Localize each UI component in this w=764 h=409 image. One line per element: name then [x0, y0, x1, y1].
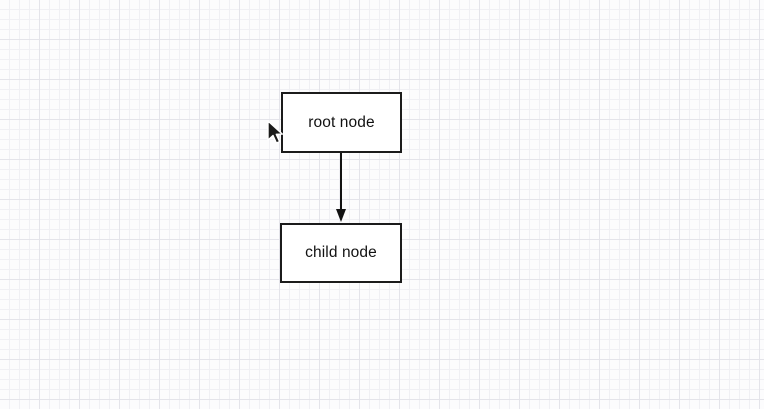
node-root-node[interactable]: root node [281, 92, 402, 153]
node-label: child node [305, 244, 377, 262]
edge-root-to-child[interactable] [336, 153, 346, 222]
arrowhead-icon [336, 209, 346, 222]
node-child-node[interactable]: child node [280, 223, 402, 283]
node-label: root node [308, 113, 375, 131]
